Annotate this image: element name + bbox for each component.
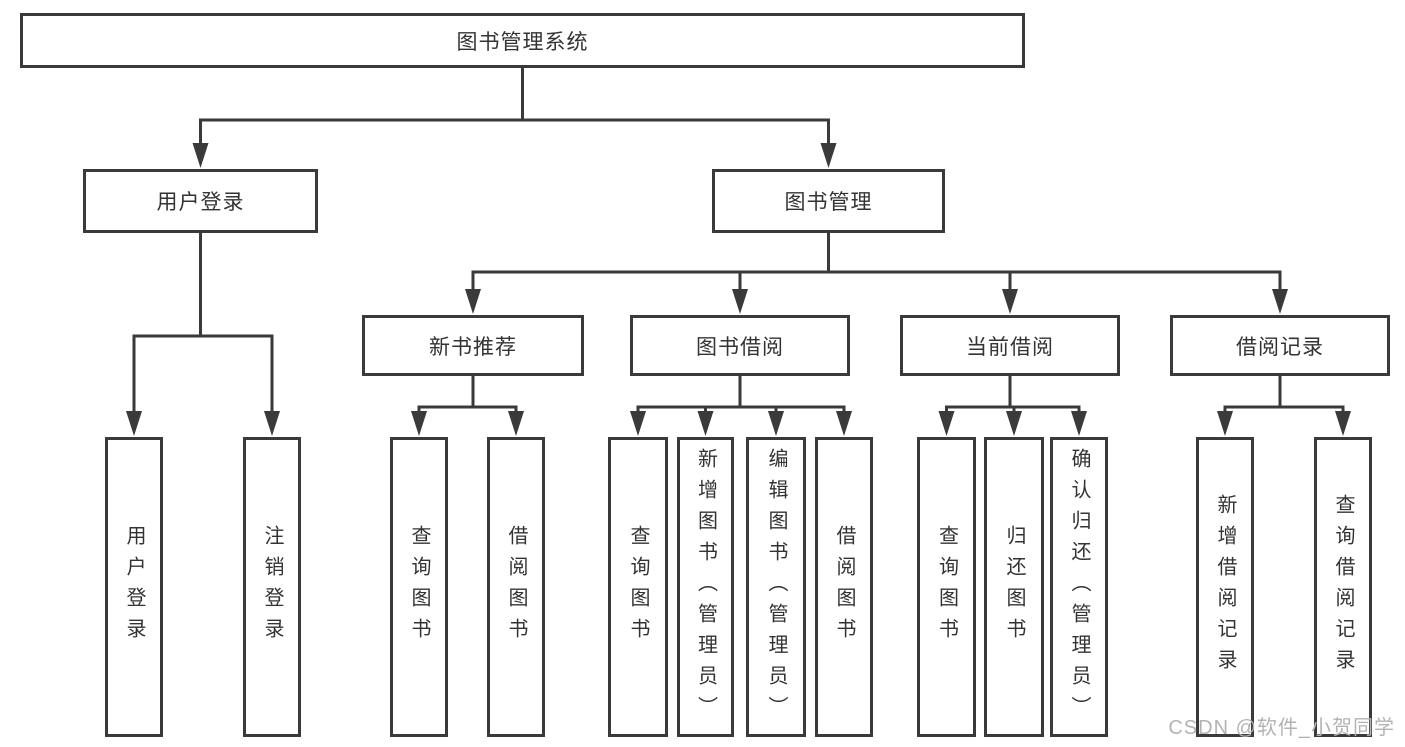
node-label: 查询借阅记录 (1332, 494, 1354, 680)
node-rec-add: 新增借阅记录 (1196, 437, 1254, 737)
node-mgmt: 图书管理 (712, 169, 945, 233)
node-new-query: 查询图书 (390, 437, 448, 737)
node-current: 当前借阅 (900, 315, 1120, 376)
node-label: 注销登录 (261, 525, 283, 649)
node-label: 图书借阅 (696, 335, 784, 359)
node-new-borrow: 借阅图书 (487, 437, 545, 737)
node-cur-query: 查询图书 (917, 437, 976, 737)
node-cur-confirm: 确认归还（管理员） (1050, 437, 1108, 737)
node-label: 新增借阅记录 (1214, 494, 1236, 680)
node-login-user: 用户登录 (105, 437, 163, 737)
node-borrow: 图书借阅 (630, 315, 850, 376)
node-login: 用户登录 (83, 169, 318, 233)
node-label: 图书管理系统 (456, 30, 589, 54)
node-label: 借阅记录 (1236, 335, 1324, 359)
node-label: 查询图书 (408, 525, 430, 649)
node-label: 查询图书 (627, 525, 649, 649)
node-label: 当前借阅 (966, 335, 1054, 359)
node-label: 编辑图书（管理员） (765, 447, 787, 727)
node-borrow-add: 新增图书（管理员） (677, 437, 734, 737)
node-borrow-edit: 编辑图书（管理员） (746, 437, 806, 737)
node-newbook: 新书推荐 (362, 315, 584, 376)
node-label: 借阅图书 (833, 525, 855, 649)
node-label: 用户登录 (156, 191, 245, 214)
node-label: 确认归还（管理员） (1068, 447, 1090, 727)
node-root: 图书管理系统 (20, 13, 1025, 68)
node-label: 借阅图书 (505, 525, 527, 649)
node-login-logout: 注销登录 (243, 437, 301, 737)
node-borrow-query: 查询图书 (608, 437, 668, 737)
node-borrow-borrow: 借阅图书 (815, 437, 873, 737)
node-label: 归还图书 (1003, 525, 1025, 649)
node-label: 图书管理 (784, 191, 873, 214)
node-label: 用户登录 (123, 525, 145, 649)
node-cur-return: 归还图书 (984, 437, 1044, 737)
node-record: 借阅记录 (1170, 315, 1390, 376)
node-label: 新书推荐 (429, 335, 517, 359)
node-label: 查询图书 (935, 525, 958, 649)
node-label: 新增图书（管理员） (694, 447, 717, 727)
node-rec-query: 查询借阅记录 (1314, 437, 1372, 737)
watermark: CSDN @软件_小贺同学 (1168, 717, 1395, 739)
